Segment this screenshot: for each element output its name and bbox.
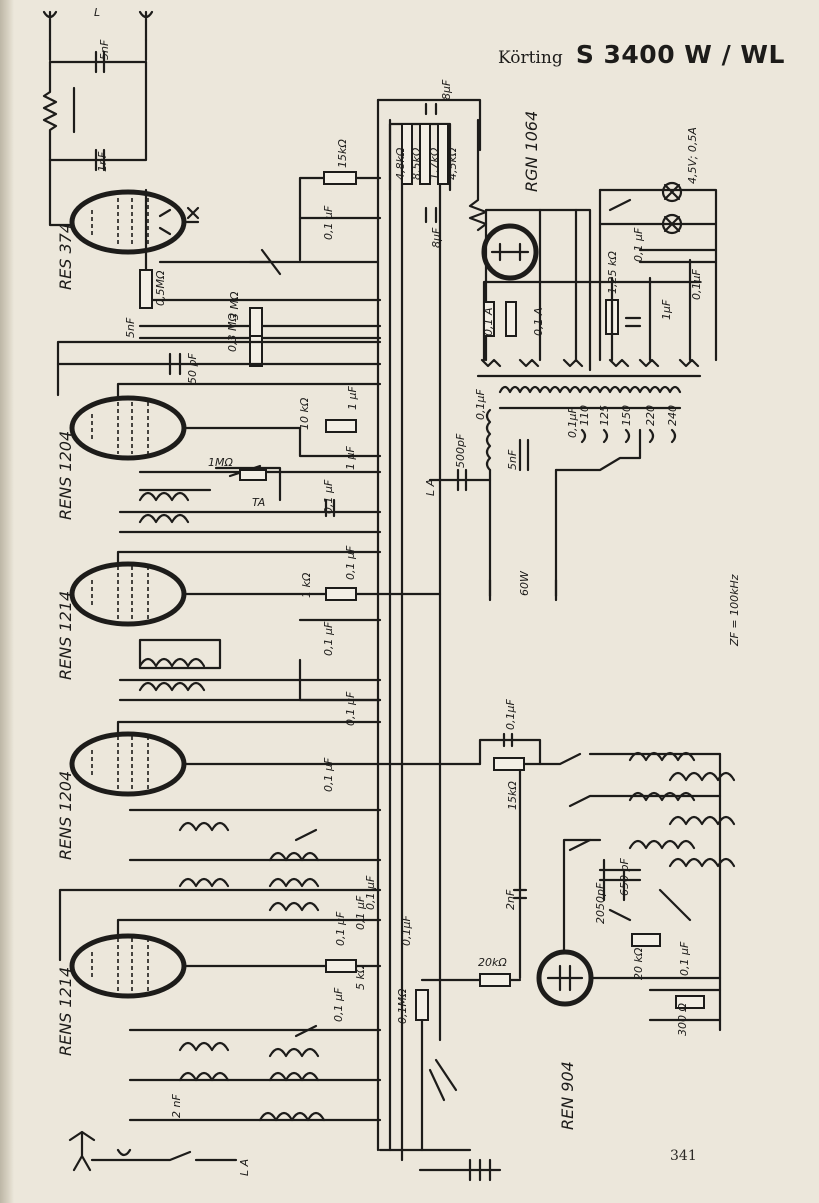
label-div-48k: 4,8kΩ <box>394 147 407 180</box>
label-cap-01uf-c: 0,1μF <box>690 269 703 300</box>
page-number: 341 <box>670 1148 697 1164</box>
label-cap-1uf-b: 1 μF <box>346 386 359 410</box>
label-res-125k: 1,25 kΩ <box>606 251 619 294</box>
label-cap-01uf-p: 0,1μF <box>400 915 413 946</box>
model-number: S 3400 W / WL <box>575 40 785 69</box>
label-tube-rens1204-b: RENS 1204 <box>56 770 75 860</box>
label-cap-01uf-f: 0,1 μF <box>322 479 335 514</box>
label-cap-5nf-top: 5nF <box>98 39 111 60</box>
label-mains-150: 150 <box>620 405 633 426</box>
tube-rens1214-b <box>58 877 522 1152</box>
bottom-antenna-input <box>68 1130 238 1172</box>
label-res-5k: 5 kΩ <box>354 964 367 990</box>
pilot-lamps <box>476 181 718 378</box>
label-res-15k-top: 15kΩ <box>336 139 349 168</box>
label-mains-125: 125 <box>598 405 611 426</box>
label-tube-rens1214-b: RENS 1214 <box>56 966 75 1056</box>
label-cap-01uf-h: 0,1 μF <box>322 621 335 656</box>
label-res-300: 300 Ω <box>676 1003 689 1036</box>
label-cap-01uf-g: 0,1 μF <box>344 545 357 580</box>
label-res-01m: 0,1MΩ <box>396 988 409 1024</box>
label-cap-01uf-o: 0,1 μF <box>332 987 345 1022</box>
rf-stage-components <box>56 102 488 397</box>
label-cap-2nf-b: 2 nF <box>170 1094 183 1118</box>
label-pilot-lamps: 4,5V; 0,5A <box>686 127 699 184</box>
label-60w: 60W <box>518 571 531 596</box>
label-tube-rens1204-a: RENS 1204 <box>56 430 75 520</box>
label-tube-rens1214-a: RENS 1214 <box>56 590 75 680</box>
label-div-17k: 1,7kΩ <box>428 147 441 180</box>
tube-ren904 <box>479 752 722 1032</box>
label-div-85k: 8,5kΩ <box>410 147 423 180</box>
label-zf: ZF = 100kHz <box>728 574 741 646</box>
label-res-10k: 10 kΩ <box>298 397 311 430</box>
label-cap-01uf-b: 0,1 μF <box>632 227 645 262</box>
label-res-20k-a: 20kΩ <box>478 956 507 969</box>
label-cap-50pf: 50 pF <box>186 353 199 384</box>
label-cap-01uf-i: 0,1 μF <box>344 691 357 726</box>
label-tube-rgn1064: RGN 1064 <box>522 110 541 192</box>
label-mains-110: 110 <box>578 405 591 426</box>
label-res-1m: 1MΩ <box>208 456 233 469</box>
page-title: Körting S 3400 W / WL <box>498 40 785 69</box>
label-tube-res374: RES 374 <box>56 222 75 290</box>
label-cap-01uf-k: 0,1μF <box>504 699 517 730</box>
label-cap-8uf-mid: 8μF <box>430 227 443 248</box>
label-cap-8uf-top: 8μF <box>440 79 453 100</box>
label-cap-01uf-m: 0,1 μF <box>678 941 691 976</box>
label-cap-5nf-b: 5nF <box>506 449 519 470</box>
label-cap-5nf-left: 5nF <box>124 317 137 338</box>
label-res-1k: 1 kΩ <box>300 572 313 598</box>
label-cap-500pf: 500pF <box>454 433 467 468</box>
label-cap-01uf-a: 0,1 μF <box>322 205 335 240</box>
label-cap-01uf-d: 0,1μF <box>474 389 487 420</box>
brand-name: Körting <box>498 48 563 68</box>
tube-res374 <box>69 189 200 255</box>
label-mains-220: 220 <box>644 405 657 426</box>
label-bottom-la: L A <box>238 1158 251 1176</box>
label-mains-240: 240 <box>666 405 679 426</box>
label-cap-1uf: 1μF <box>660 299 673 320</box>
tube-rens1204-a <box>69 382 382 534</box>
label-ta: TA <box>252 496 266 509</box>
label-cap-01a-2: 0,1 A <box>532 307 545 336</box>
power-transformer <box>428 385 682 602</box>
label-cap-1uf-c: 1 μF <box>344 446 357 470</box>
tube-rens1214-a <box>69 550 442 702</box>
label-cap-01uf-n: 0,1 μF <box>334 911 347 946</box>
antenna-terminals <box>42 10 154 227</box>
label-cap-2nf: 2nF <box>504 889 517 910</box>
label-cap-01uf-j: 0,1 μF <box>322 757 335 792</box>
label-res-15k-b: 15kΩ <box>506 781 519 810</box>
label-cap-01a-1: 0,1 A <box>482 307 495 336</box>
label-la: L A <box>424 478 437 496</box>
label-cap-01uf-q: 0,1 μF <box>354 895 367 930</box>
label-cap-650pf: 650 pF <box>618 858 631 896</box>
label-tube-ren904: REN 904 <box>558 1061 577 1130</box>
rectifier-rgn1064 <box>480 188 702 372</box>
book-binding-edge <box>0 0 14 1203</box>
label-res-03m: 0,3 MΩ <box>226 313 239 352</box>
bus-lines <box>376 98 502 1182</box>
label-cap-1nf: 1nF <box>96 151 109 172</box>
right-coil-bank <box>568 751 736 868</box>
label-res-05m: 0,5MΩ <box>154 270 167 306</box>
label-antenna-l: L <box>94 6 101 19</box>
label-cap-2050pf: 2050pF <box>594 882 607 924</box>
label-res-20k-b: 20 kΩ <box>632 947 645 980</box>
label-div-45k: 4,5kΩ <box>446 147 459 180</box>
tube-rens1204-b <box>69 720 722 862</box>
